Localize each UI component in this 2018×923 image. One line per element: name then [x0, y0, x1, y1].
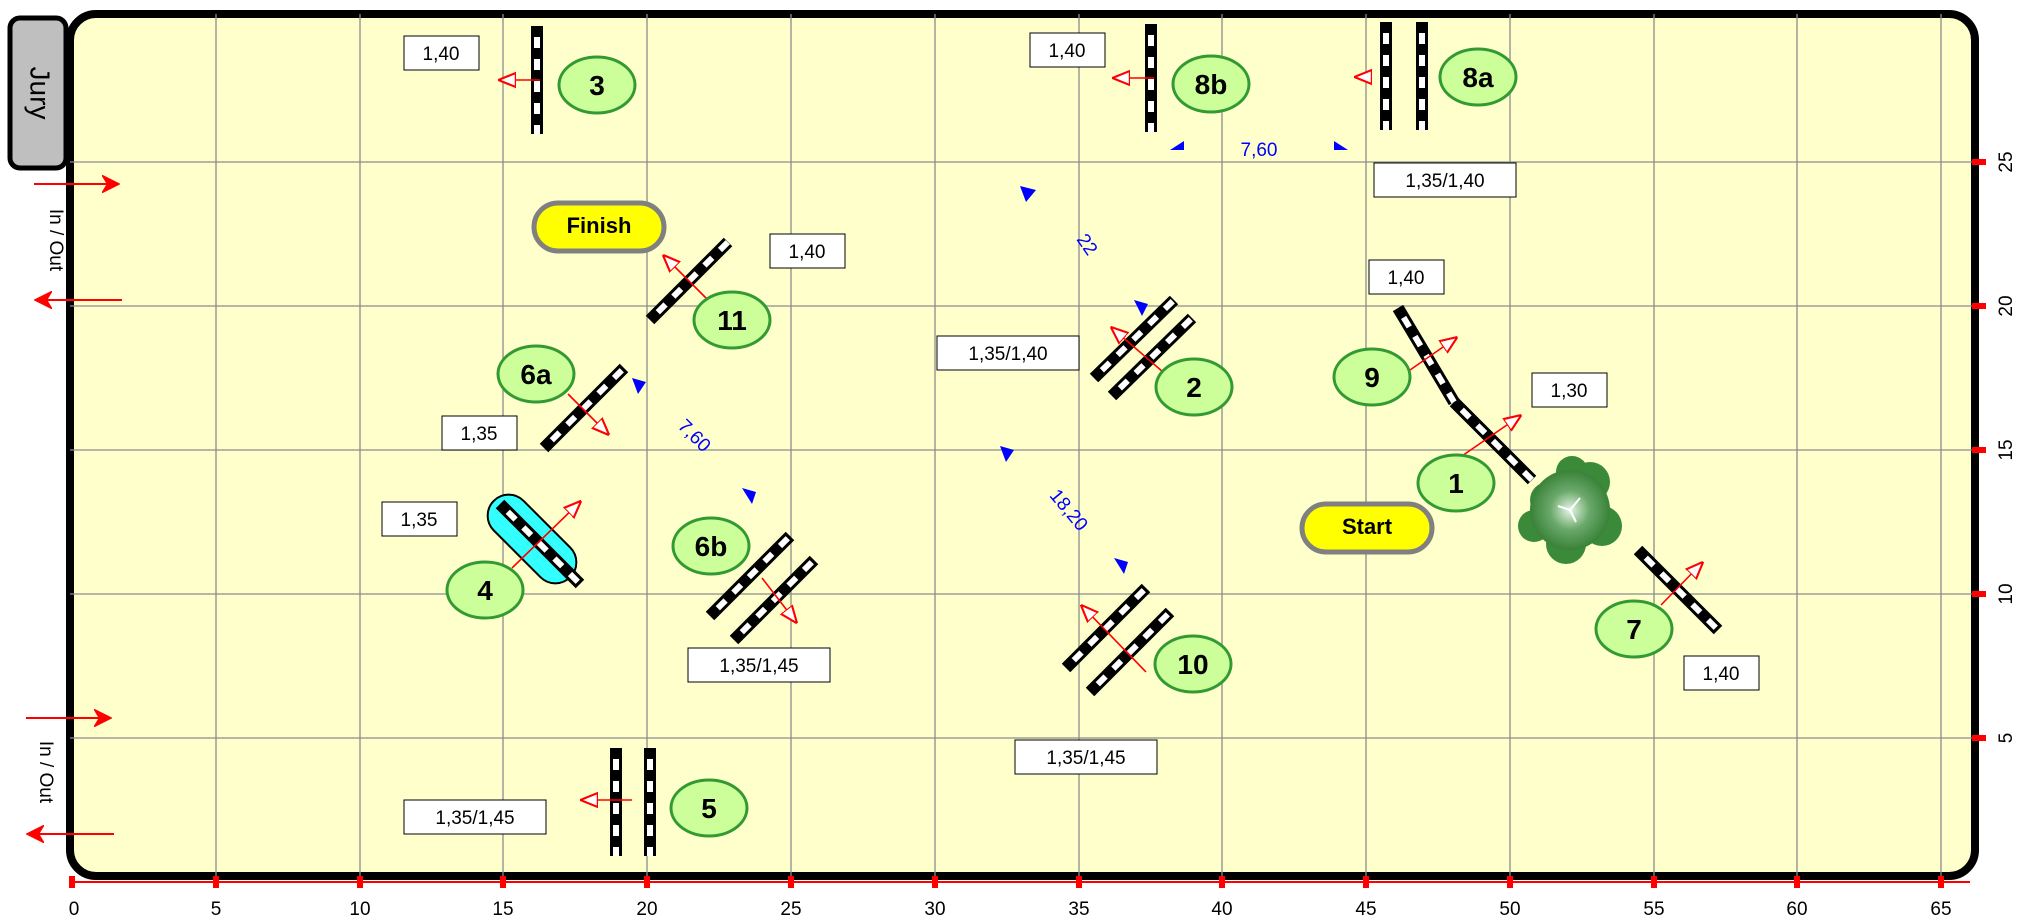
- x-tick-label: 15: [492, 899, 513, 918]
- start-marker: Start: [1299, 501, 1435, 555]
- x-tick-label: 45: [1355, 899, 1376, 918]
- y-tick-label: 20: [1996, 295, 2017, 316]
- height-label-8b: 1,40: [1049, 41, 1086, 62]
- height-label-11: 1,40: [789, 242, 826, 263]
- obstacle-number-5: 5: [701, 793, 717, 824]
- x-tick-label: 35: [1068, 899, 1089, 918]
- distance-marker-icon: [1000, 446, 1014, 462]
- start-label: Start: [1342, 514, 1393, 539]
- obstacle-number-6b: 6b: [695, 531, 728, 562]
- y-axis: 5 10 15 20 25: [1972, 151, 2017, 743]
- obstacle-number-3: 3: [589, 70, 605, 101]
- tree-icon: [1518, 456, 1622, 564]
- entrance-top: In / Out: [34, 184, 122, 300]
- x-tick-label: 5: [211, 899, 222, 918]
- height-label-9: 1,40: [1388, 268, 1425, 289]
- direction-arrow-icon: [664, 256, 707, 299]
- jury-box: Jury: [7, 15, 69, 171]
- x-tick-label: 65: [1930, 899, 1951, 918]
- in-out-label: In / Out: [35, 741, 56, 804]
- x-tick-label: 25: [780, 899, 801, 918]
- pole-stripe: [1451, 399, 1535, 483]
- x-tick-label: 55: [1643, 899, 1664, 918]
- in-out-label: In / Out: [45, 209, 66, 272]
- x-tick-label: 50: [1499, 899, 1520, 918]
- height-label-2: 1,35/1,40: [968, 344, 1047, 365]
- direction-arrow-icon: [1082, 606, 1147, 673]
- distance-marker-icon: [1020, 186, 1036, 202]
- height-label-1: 1,30: [1551, 381, 1588, 402]
- height-label-6a: 1,35: [461, 424, 498, 445]
- direction-arrow-icon: [1409, 338, 1456, 371]
- height-label-5: 1,35/1,45: [435, 808, 514, 829]
- pole-stripe: [731, 557, 817, 643]
- x-tick-label: 60: [1786, 899, 1807, 918]
- height-label-4: 1,35: [401, 510, 438, 531]
- direction-arrows: [500, 77, 1702, 800]
- grid: [70, 14, 1975, 876]
- pole-stripe: [497, 501, 583, 587]
- distance-marker-icon: [1334, 141, 1348, 150]
- direction-arrow-icon: [761, 577, 796, 622]
- obstacle-numbers: 1 2 3 4 5 6a 6b 7 8a 8b 9 10 11: [445, 47, 1674, 838]
- pole-stripe: [541, 365, 627, 451]
- finish-label: Finish: [567, 213, 632, 238]
- obstacle-number-8b: 8b: [1195, 69, 1228, 100]
- obstacle-number-11: 11: [717, 305, 747, 336]
- y-tick-label: 10: [1996, 583, 2017, 604]
- distance-markers: [632, 141, 1348, 574]
- x-tick-label: 20: [636, 899, 657, 918]
- y-tick-label: 15: [1996, 439, 2017, 460]
- direction-arrow-icon: [1458, 416, 1520, 459]
- height-label-6b: 1,35/1,45: [719, 656, 798, 677]
- obstacle-number-10: 10: [1177, 649, 1208, 680]
- y-tick-label: 5: [1996, 733, 2017, 744]
- pole-stripe: [1091, 297, 1177, 381]
- distance-marker-icon: [632, 378, 646, 394]
- pole-stripe: [1109, 315, 1195, 399]
- height-labels: 1,30 1,35/1,40 1,40 1,35 1,35/1,45 1,35 …: [381, 32, 1760, 835]
- obstacle-number-6a: 6a: [520, 359, 552, 390]
- pole-stripe: [1063, 585, 1149, 671]
- x-tick-label: 30: [924, 899, 945, 918]
- obstacle-number-2: 2: [1186, 372, 1202, 403]
- height-label-7: 1,40: [1703, 664, 1740, 685]
- direction-arrow-icon: [1660, 563, 1702, 606]
- obstacle-number-9: 9: [1364, 362, 1380, 393]
- obstacle-poles: [495, 22, 1723, 856]
- obstacle-number-4: 4: [477, 575, 493, 606]
- entrance-bottom: In / Out: [26, 718, 114, 834]
- direction-arrow-icon: [511, 502, 580, 569]
- distance-marker-icon: [1134, 300, 1148, 316]
- x-tick-label: 0: [69, 899, 80, 918]
- height-label-8a: 1,35/1,40: [1405, 171, 1484, 192]
- distance-marker-icon: [742, 488, 756, 504]
- obstacle-number-8a: 8a: [1462, 62, 1494, 93]
- direction-arrow-icon: [567, 393, 608, 434]
- pole-stripe: [1635, 547, 1721, 633]
- y-tick-label: 25: [1996, 151, 2017, 172]
- distance-label: 7,60: [1241, 140, 1278, 161]
- x-axis: 0 5 10 15 20 25 30 35 40 45 50 55 60 65: [69, 876, 1970, 920]
- height-label-10: 1,35/1,45: [1046, 748, 1125, 769]
- height-label-3: 1,40: [423, 44, 460, 65]
- pole-stripe: [1395, 306, 1457, 404]
- direction-arrow-icon: [1112, 328, 1164, 373]
- x-tick-label: 40: [1211, 899, 1232, 918]
- pole-stripe: [1087, 609, 1173, 695]
- obstacle-number-1: 1: [1448, 468, 1464, 499]
- distance-marker-icon: [1114, 558, 1128, 574]
- x-tick-label: 10: [349, 899, 370, 918]
- distance-marker-icon: [1170, 141, 1184, 150]
- obstacle-number-7: 7: [1626, 614, 1642, 645]
- finish-marker: Finish: [531, 200, 667, 254]
- jury-label: Jury: [25, 67, 56, 120]
- pole-stripe: [707, 533, 793, 619]
